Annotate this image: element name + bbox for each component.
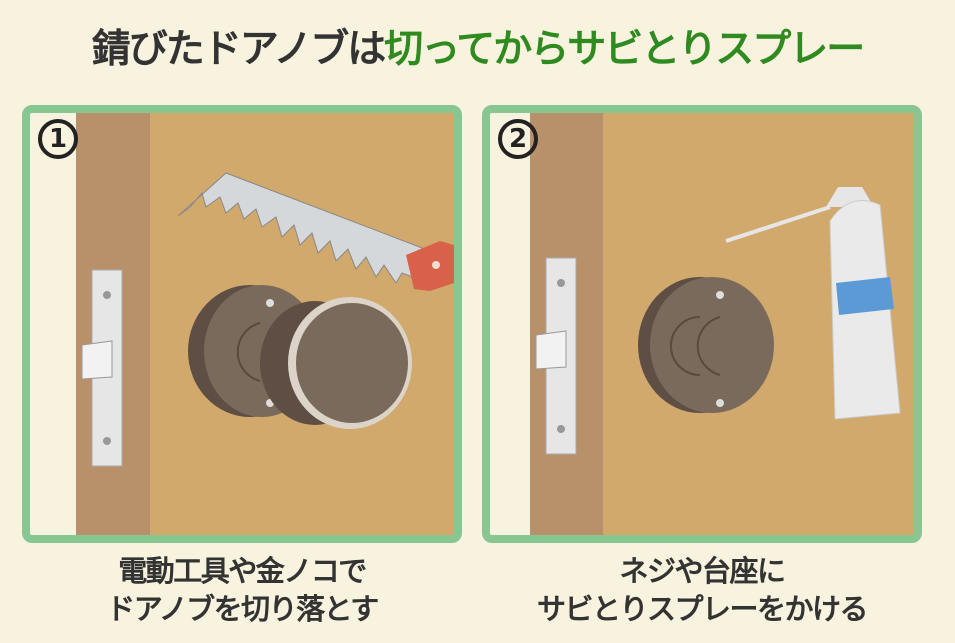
cut-door-knob-icon: [260, 297, 412, 429]
step-1-illustration: [30, 113, 454, 535]
step-2-caption-line-1: ネジや台座に: [619, 554, 786, 588]
door-knob-base-icon: [638, 277, 774, 413]
latch-plate-icon: [81, 269, 123, 467]
step-number-badge: 1: [38, 119, 78, 159]
step-2-illustration: [490, 113, 901, 535]
latch-plate-icon: [535, 257, 577, 455]
wall: [30, 113, 76, 535]
step-1-caption: 電動工具や金ノコで ドアノブを切り落とす: [22, 552, 462, 628]
step-2-caption: ネジや台座に サビとりスプレーをかける: [482, 552, 922, 628]
hand-saw-icon: [177, 172, 454, 291]
step-1-caption-line-2: ドアノブを切り落とす: [106, 592, 379, 626]
page-title: 錆びたドアノブは切ってからサビとりスプレー: [0, 18, 955, 74]
step-1-caption-line-1: 電動工具や金ノコで: [118, 554, 367, 588]
title-dark: 錆びたドアノブは: [91, 27, 386, 72]
wall: [490, 113, 530, 535]
rust-remover-spray-can-icon: [725, 187, 901, 420]
step-1-panel: 1: [22, 105, 462, 543]
step-2-caption-line-2: サビとりスプレーをかける: [536, 592, 869, 626]
title-green: 切ってからサビとりスプレー: [384, 27, 865, 72]
step-2-panel: 2: [482, 105, 922, 543]
step-number-badge: 2: [498, 119, 538, 159]
